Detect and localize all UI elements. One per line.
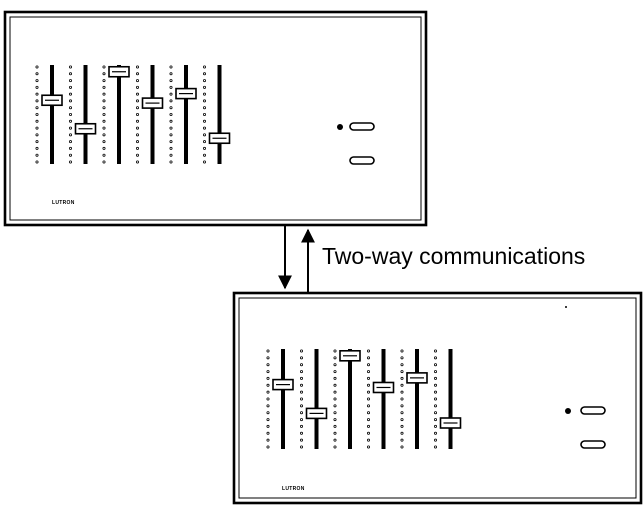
fader-2-track — [314, 349, 319, 449]
fader-4-track — [381, 349, 386, 449]
panel-1-outer-frame — [3, 10, 428, 227]
scene-button-bottom[interactable] — [349, 156, 375, 165]
fader-1-track — [50, 65, 54, 164]
fader-3-scale — [333, 349, 337, 449]
fader-6-track — [217, 65, 222, 164]
status-led-icon — [565, 408, 571, 414]
panel-2-outer-frame — [232, 291, 643, 505]
fader-5-track — [415, 349, 419, 449]
fader-6-track — [448, 349, 453, 449]
panel-1-scene-controls — [337, 122, 375, 165]
fader-4-scale — [135, 65, 139, 164]
fader-4-scale — [366, 349, 370, 449]
fader-6-scale — [202, 65, 206, 164]
scene-button-bottom[interactable] — [580, 440, 606, 449]
fader-2-track — [83, 65, 88, 164]
fader-2-scale — [69, 65, 73, 164]
panel-2-fader-bank — [266, 349, 462, 449]
scene-button-top[interactable] — [580, 406, 606, 415]
fader-1-track — [281, 349, 285, 449]
panel-1-fader-bank — [35, 65, 231, 164]
fader-5-scale — [169, 65, 173, 164]
control-panel-1: LUTRON — [3, 10, 428, 227]
fader-5-track — [184, 65, 188, 164]
fader-3-scale — [102, 65, 106, 164]
fader-3-track — [348, 349, 352, 449]
status-led-icon — [337, 124, 343, 130]
panel-1-brand-logo: LUTRON — [52, 200, 75, 206]
fader-2-scale — [299, 349, 303, 449]
scene-button-top[interactable] — [349, 122, 375, 131]
fader-5-scale — [400, 349, 404, 449]
speck-mark — [565, 306, 567, 308]
panel-2-brand-logo: LUTRON — [282, 486, 305, 492]
fader-6-scale — [433, 349, 437, 449]
fader-1-scale — [266, 349, 270, 449]
panel-2-scene-controls — [565, 406, 606, 449]
control-panel-2: LUTRON — [232, 291, 643, 505]
fader-4-track — [150, 65, 155, 164]
panel-2-inner-frame — [238, 297, 637, 499]
two-way-communications-label: Two-way communications — [322, 243, 586, 269]
panel-1-inner-frame — [9, 16, 422, 221]
fader-1-scale — [35, 65, 39, 164]
fader-3-track — [117, 65, 121, 164]
